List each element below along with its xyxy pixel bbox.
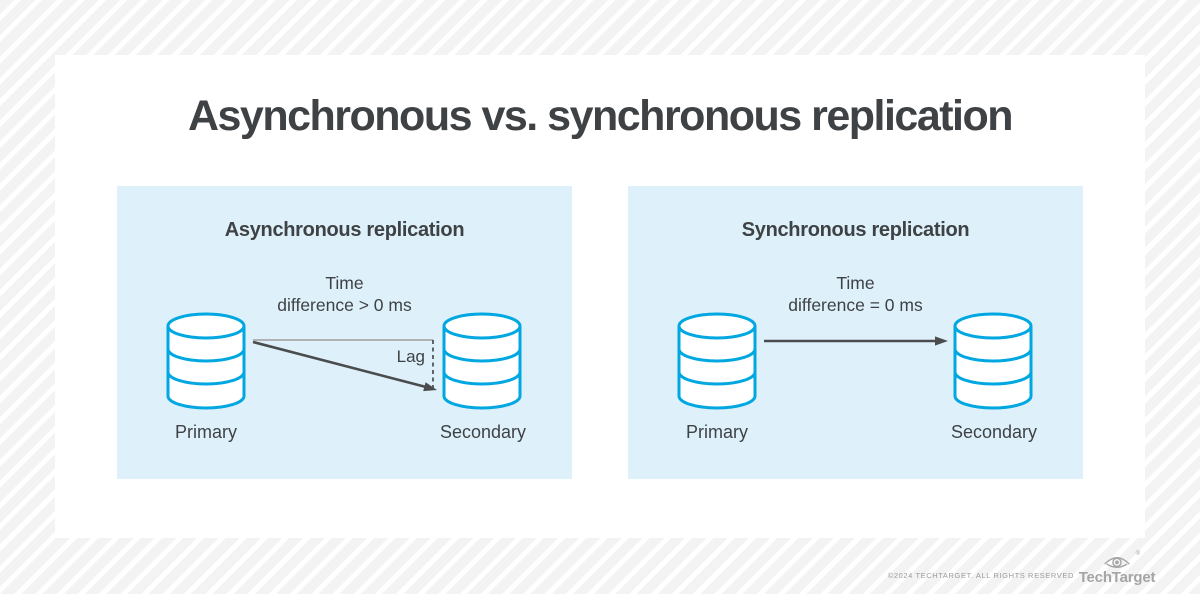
sync-replication-arrow bbox=[764, 336, 948, 346]
primary-db-label: Primary bbox=[175, 422, 237, 442]
database-cylinder-icon bbox=[166, 312, 246, 410]
techtarget-eye-icon bbox=[1104, 557, 1130, 568]
copyright-text: ©2024 TECHTARGET. ALL RIGHTS RESERVED bbox=[887, 571, 1074, 580]
infographic-card: Asynchronous vs. synchronous replication… bbox=[55, 55, 1145, 538]
lag-label: Lag bbox=[396, 347, 425, 366]
time-difference-line1: Time bbox=[325, 273, 364, 293]
time-difference-line2: difference > 0 ms bbox=[277, 295, 412, 315]
database-cylinder-icon bbox=[442, 312, 522, 410]
panel-title: Asynchronous replication bbox=[224, 219, 465, 241]
time-difference-label: Time difference = 0 ms bbox=[628, 272, 1083, 316]
primary-db-label: Primary bbox=[686, 422, 748, 442]
techtarget-wordmark: TechTarget bbox=[1078, 569, 1156, 586]
page-title: Asynchronous vs. synchronous replication bbox=[187, 92, 1014, 140]
panel-synchronous-replication: Synchronous replication Time difference … bbox=[628, 186, 1083, 479]
database-cylinder-icon bbox=[953, 312, 1033, 410]
registered-trademark: ® bbox=[1135, 551, 1140, 557]
database-icon-primary bbox=[166, 312, 246, 410]
database-icon-primary bbox=[677, 312, 757, 410]
time-difference-label: Time difference > 0 ms bbox=[117, 272, 572, 316]
secondary-db-label: Secondary bbox=[439, 422, 527, 442]
techtarget-logo: ® TechTarget bbox=[1079, 551, 1156, 585]
time-difference-line1: Time bbox=[836, 273, 875, 293]
footer: ©2024 TECHTARGET. ALL RIGHTS RESERVED ® … bbox=[887, 551, 1156, 585]
database-icon-secondary bbox=[442, 312, 522, 410]
database-cylinder-icon bbox=[677, 312, 757, 410]
panel-asynchronous-replication: Asynchronous replication Time difference… bbox=[117, 186, 572, 479]
secondary-db-label: Secondary bbox=[950, 422, 1038, 442]
panel-title: Synchronous replication bbox=[741, 219, 970, 241]
time-difference-line2: difference = 0 ms bbox=[788, 295, 923, 315]
database-icon-secondary bbox=[953, 312, 1033, 410]
async-replication-arrow bbox=[252, 339, 437, 392]
